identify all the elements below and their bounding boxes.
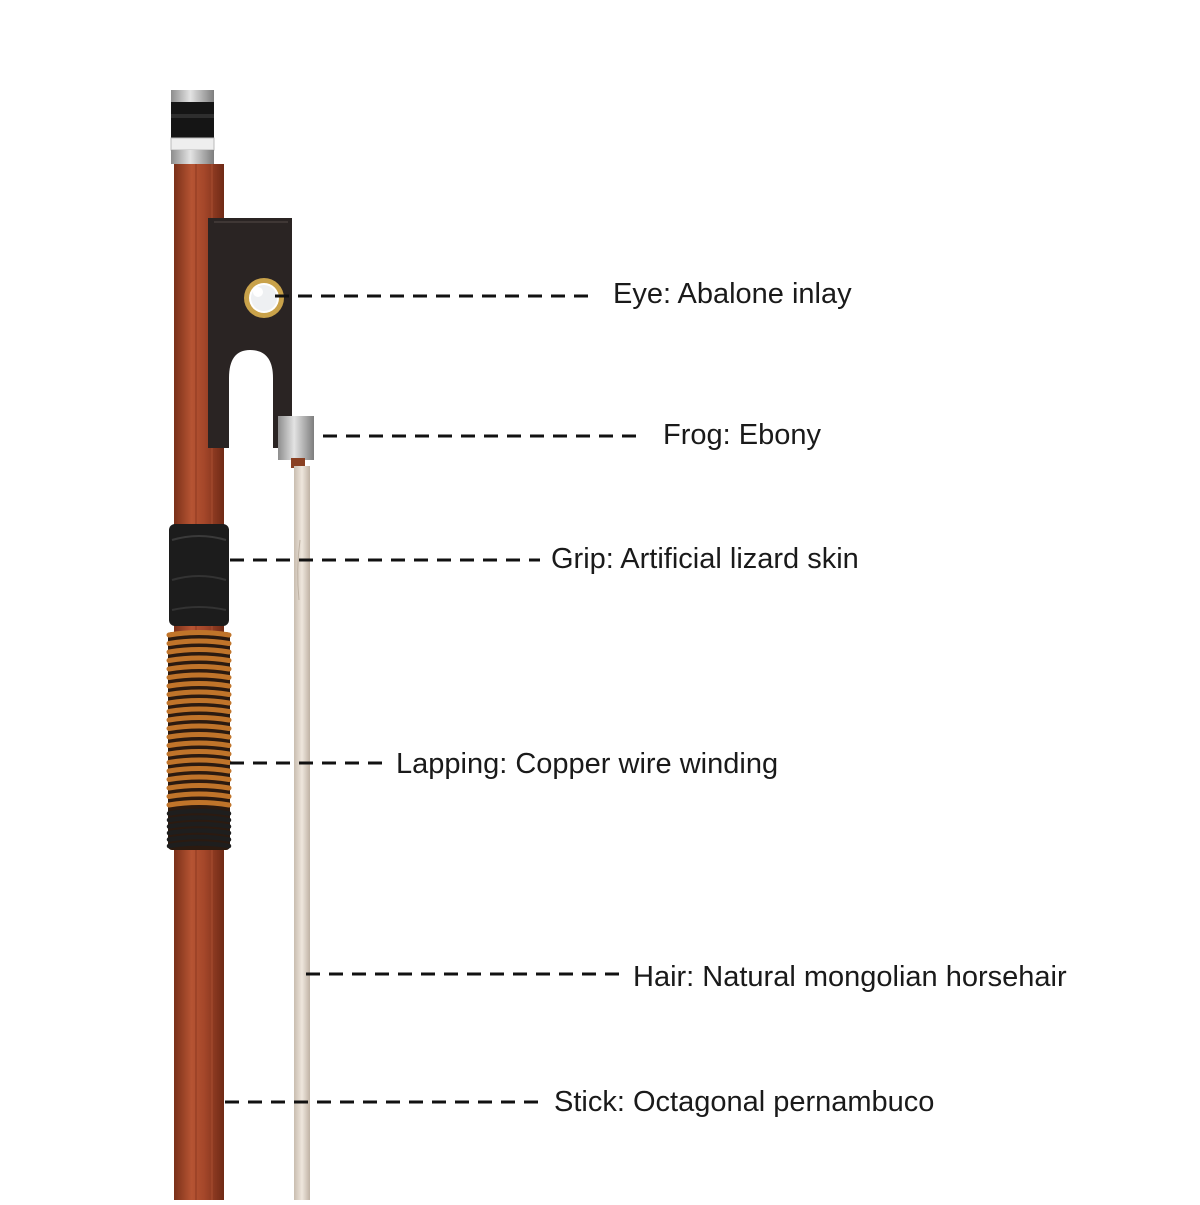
grip-label: Grip: Artificial lizard skin [551, 543, 859, 575]
black-coil [166, 821, 232, 829]
stick-label: Stick: Octagonal pernambuco [554, 1086, 935, 1118]
copper-coil [166, 774, 232, 782]
copper-coil [166, 681, 232, 689]
copper-coil [166, 638, 232, 646]
copper-coil [166, 647, 232, 655]
frog-label: Frog: Ebony [663, 419, 821, 451]
copper-coil [166, 655, 232, 663]
copper-coil [166, 706, 232, 714]
eye-label: Eye: Abalone inlay [613, 278, 852, 310]
copper-coil [166, 749, 232, 757]
lapping [166, 630, 232, 850]
black-coil [166, 815, 232, 823]
copper-coil [166, 740, 232, 748]
copper-coil [166, 672, 232, 680]
copper-coil [166, 766, 232, 774]
black-coil [166, 808, 232, 816]
copper-coil [166, 800, 232, 808]
screw-button [170, 90, 215, 164]
copper-coil [166, 630, 232, 638]
lapping-label: Lapping: Copper wire winding [396, 748, 779, 780]
grip [169, 524, 229, 626]
ferrule [278, 416, 314, 460]
copper-coil [166, 689, 232, 697]
copper-coil [166, 783, 232, 791]
copper-coil [166, 723, 232, 731]
hair-label: Hair: Natural mongolian horsehair [633, 961, 1067, 993]
black-coil [166, 834, 232, 842]
copper-coil [166, 664, 232, 672]
copper-coil [166, 698, 232, 706]
black-coil [166, 828, 232, 836]
black-coil [166, 841, 232, 849]
copper-coil [166, 757, 232, 765]
copper-coil [166, 791, 232, 799]
copper-coil [166, 732, 232, 740]
frog [208, 218, 314, 468]
copper-coil [166, 715, 232, 723]
hair [294, 466, 310, 1200]
